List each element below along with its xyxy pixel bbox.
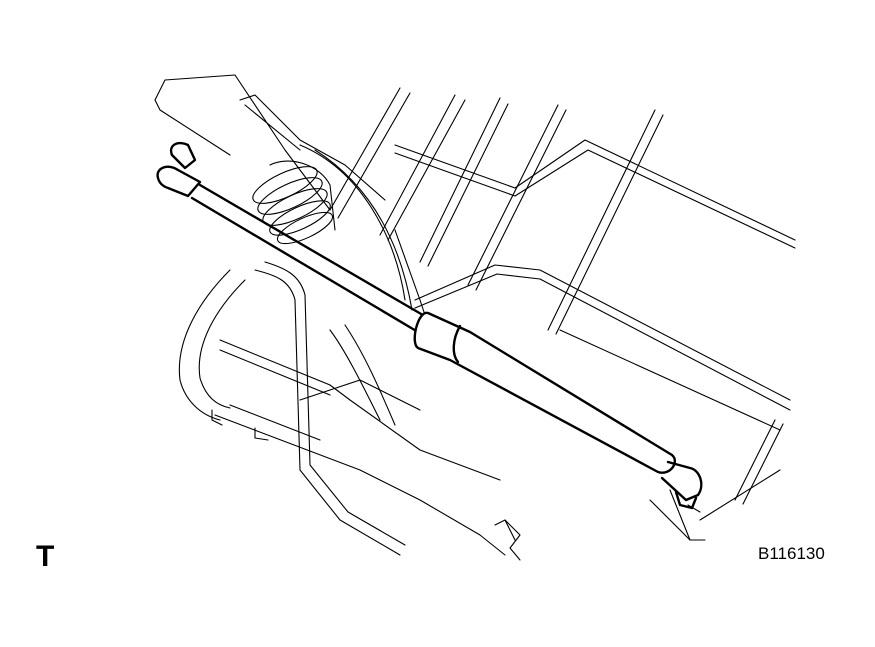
cylinder-collar	[452, 324, 462, 364]
piston-rod-top	[198, 183, 430, 320]
figure-id-label: B116130	[758, 544, 825, 563]
coil-spring	[252, 160, 336, 245]
gas-strut	[156, 141, 703, 513]
lower-end-fitting	[660, 460, 703, 502]
strut-cylinder	[413, 311, 677, 474]
seat-bracket-panel	[154, 74, 521, 561]
upper-ball-socket	[169, 141, 197, 170]
seat-frame-wires	[329, 87, 796, 541]
piston-rod-bottom	[190, 196, 420, 334]
view-code-label: T	[36, 540, 55, 573]
lower-ball-socket	[674, 490, 698, 510]
upper-end-fitting	[156, 165, 202, 198]
